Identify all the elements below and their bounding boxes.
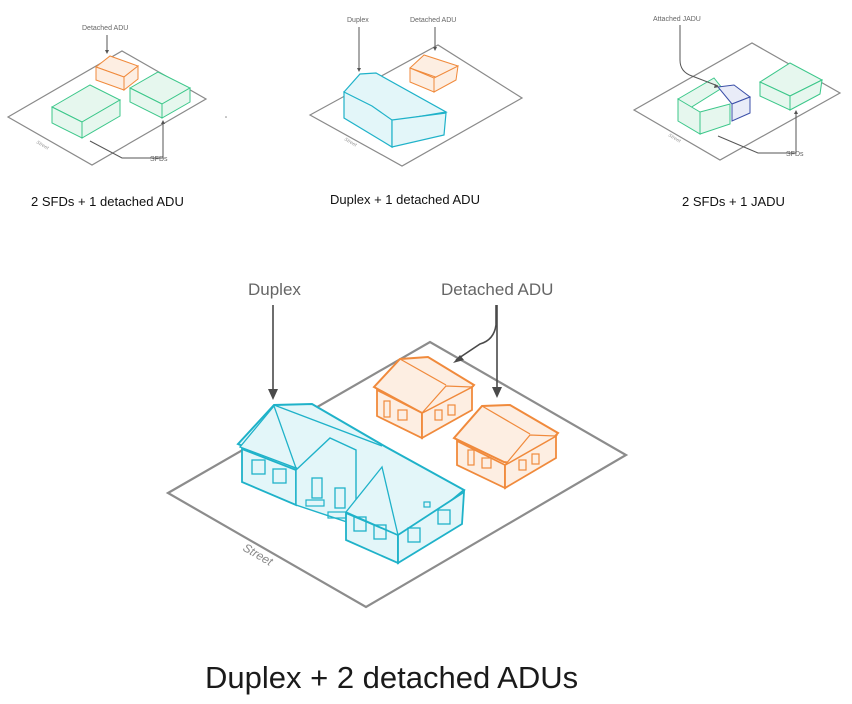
duplex-window [373,524,387,540]
site-plan-sfds-adu: Street Detached ADU SFDs [6,25,227,166]
duplex-window [353,516,367,532]
sfd-wall-side [81,99,121,139]
jadu-label: Attached JADU [653,16,701,23]
sfds-arrow-left [717,135,783,154]
caption-duplex-two-adus: Duplex + 2 detached ADUs [205,660,579,695]
duplex-step [305,499,325,507]
adu-label: Detached ADU [410,17,456,24]
lot-outline [165,340,629,609]
detached-adu-building-1 [372,355,476,440]
adu-arrowhead [105,50,109,54]
detached-adu-building [94,55,140,92]
duplex-ridge [273,404,383,447]
duplex-door [334,487,346,509]
diagram-sfds-jadu: Street Attached JADU SFDs [620,0,852,175]
site-plan-duplex-two-adus: Street [165,280,629,609]
jadu-wall [731,96,751,122]
adu-gable [504,434,559,466]
sfds-arrow-left [89,140,148,159]
duplex-vent [423,501,431,508]
adu-window [447,404,456,416]
duplex-step [327,511,347,519]
adu-wall-side [123,64,139,92]
adu-window [481,457,492,469]
caption-sfds-detached-adu: 2 SFDs + 1 detached ADU [31,194,184,209]
adu-window [434,409,443,421]
street-label: Street [667,133,682,145]
street-label: Street [343,137,358,149]
duplex-wall-side [391,112,447,148]
adu-arrowhead-2 [492,387,502,398]
duplex-right-gable [344,465,399,537]
duplex-door [311,477,323,499]
adu-ridge [481,405,531,435]
duplex-arrowhead [268,389,278,400]
adu-door [467,449,475,466]
adu-label: Detached ADU [82,25,128,32]
duplex-window [437,509,451,525]
adu-arrow-1 [455,305,497,361]
caption-duplex-detached-adu: Duplex + 1 detached ADU [330,192,480,207]
site-plan-sfds-jadu: Street Attached JADU SFDs [632,16,842,161]
jadu-arrow [679,25,719,87]
stray-dot [225,116,227,118]
detached-adu-building [409,54,459,93]
sfd-building-left [50,84,122,139]
sfd-wall-side [699,103,731,135]
sfds-arrow-right [783,112,797,154]
sfd-wall-side [789,79,823,111]
sfds-label: SFDs [786,151,804,158]
duplex-window [407,527,421,543]
duplex-window [251,459,266,475]
sfds-arrowhead-right [161,120,165,124]
adu-arrowhead [433,47,437,51]
duplex-center-entry [295,437,357,526]
adu-ridge [399,358,447,386]
duplex-label: Duplex [248,280,301,299]
duplex-label: Duplex [347,17,369,24]
caption-sfds-jadu: 2 SFDs + 1 JADU [682,194,785,209]
adu-wall-side [433,65,459,93]
jadu-arrowhead [714,84,719,88]
attached-jadu [717,84,752,122]
adu-arrowhead-1 [453,355,464,363]
duplex-left-gable [238,404,298,470]
diagram-sfds-detached-adu: Street Detached ADU SFDs [0,0,240,175]
sfd-building-left [677,77,731,135]
street-label: Street [35,140,50,152]
lot-outline [6,50,208,166]
sfd-building-right [758,62,824,111]
duplex-building [236,402,466,565]
duplex-arrowhead [357,68,361,72]
adu-window [397,409,408,421]
sfd-wall-side [161,87,191,119]
adu-window [531,453,540,465]
sfd-building-right [128,71,192,119]
lot-outline [308,44,524,167]
adu-window [518,459,527,471]
detached-adu-building-2 [452,403,560,490]
sfds-arrow-right [148,122,164,159]
adu-door [383,400,391,418]
lot-outline [632,42,842,161]
sfds-arrowhead-right [794,110,798,114]
sfds-label: SFDs [150,156,168,163]
adu-label: Detached ADU [441,280,553,299]
duplex-building [343,72,448,149]
adu-gable [421,385,475,414]
duplex-window [272,468,287,484]
site-plan-duplex-adu: Street Duplex Detached ADU [308,17,524,167]
diagram-duplex-two-adus: Street [160,260,640,620]
diagram-duplex-detached-adu: Street Duplex Detached ADU [300,0,560,175]
